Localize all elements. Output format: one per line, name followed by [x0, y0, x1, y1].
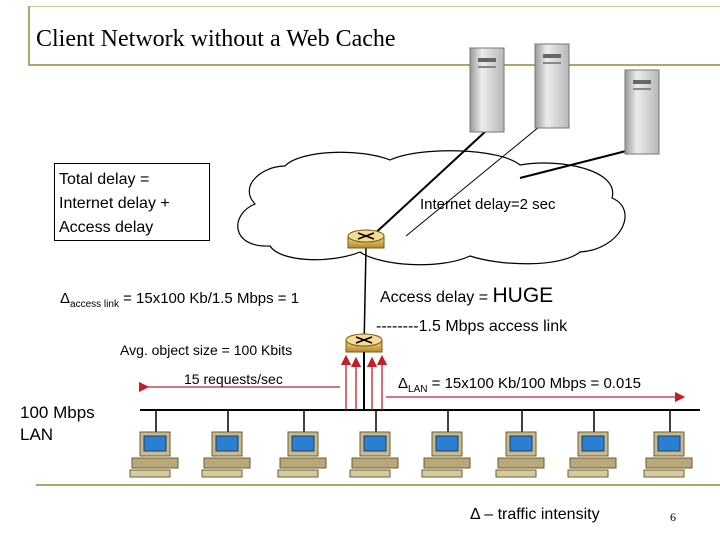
workstation-icon	[495, 410, 545, 478]
server-icon	[469, 47, 505, 133]
requests-label: 15 requests/sec	[184, 371, 283, 387]
workstation-icon	[421, 410, 471, 478]
access-link-line	[363, 247, 367, 349]
server-icon	[534, 43, 570, 129]
delta-symbol: Δ	[60, 290, 71, 307]
access-link-intensity: Δaccess link = 15x100 Kb/1.5 Mbps = 1	[60, 290, 299, 310]
server-link-1	[369, 129, 488, 239]
workstation-icon	[201, 410, 251, 478]
server-link-2	[405, 121, 546, 237]
lan-intensity: ΔLAN = 15x100 Kb/100 Mbps = 0.015	[398, 375, 641, 395]
router-icon	[347, 229, 385, 249]
workstation-icon	[277, 410, 327, 478]
workstation-icon	[129, 410, 179, 478]
lan-equation: = 15x100 Kb/100 Mbps = 0.015	[427, 375, 641, 392]
access-delay-label: Access delay = HUGE	[380, 284, 553, 308]
server-link-3	[519, 149, 631, 179]
title-frame-top	[28, 6, 720, 7]
internet-delay-label: Internet delay=2 sec	[420, 196, 556, 213]
bottom-rule	[36, 484, 720, 486]
access-delay-prefix: Access delay =	[380, 289, 493, 306]
workstation-icon	[567, 410, 617, 478]
lan-label: 100 Mbps LAN	[20, 403, 95, 444]
title-frame-left	[28, 6, 30, 64]
traffic-intensity-note: Δ – traffic intensity	[470, 506, 600, 523]
slide-title: Client Network without a Web Cache	[36, 26, 396, 52]
request-arrows	[138, 354, 686, 410]
page-number: 6	[670, 510, 676, 524]
workstation-icon	[349, 410, 399, 478]
avg-object-size-label: Avg. object size = 100 Kbits	[120, 342, 293, 358]
access-link-subscript: access link	[70, 299, 119, 310]
total-delay-box: Total delay = Internet delay + Access de…	[54, 163, 210, 241]
access-link-equation: = 15x100 Kb/1.5 Mbps = 1	[118, 290, 300, 307]
server-icon	[624, 69, 660, 155]
title-frame-bottom	[28, 64, 720, 66]
lan-subscript: LAN	[408, 384, 428, 395]
access-delay-value: HUGE	[492, 284, 554, 307]
internet-cloud	[237, 150, 626, 266]
router-icon	[345, 333, 383, 353]
workstation-icon	[643, 410, 693, 478]
delta-symbol: Δ	[398, 375, 409, 392]
access-link-label: --------1.5 Mbps access link	[376, 318, 568, 335]
